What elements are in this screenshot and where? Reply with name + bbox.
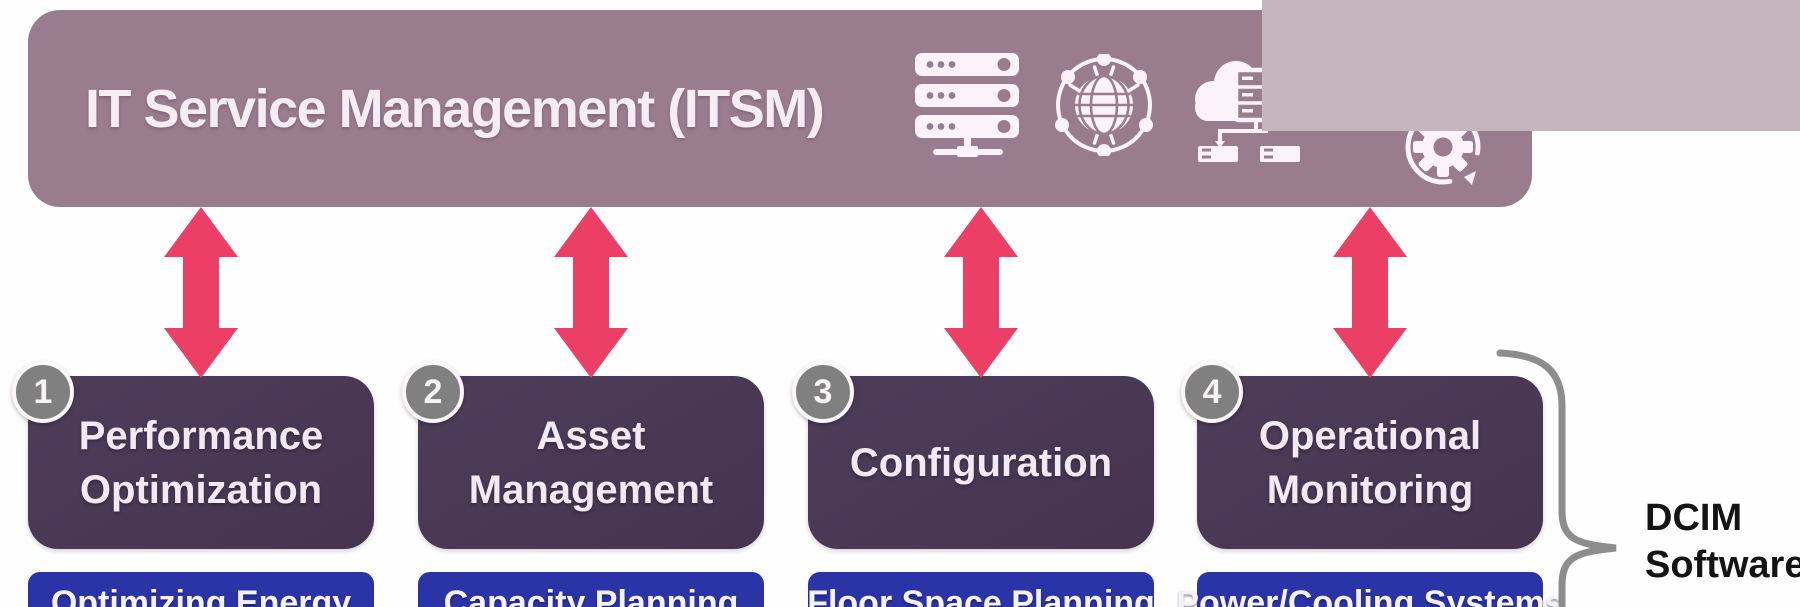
dcim-brace: [1490, 342, 1640, 607]
function-box-label: Performance: [78, 413, 324, 458]
function-box-asset-management: 2 Asset Management: [402, 361, 764, 549]
double-arrow-3: [941, 207, 1021, 383]
itsm-title: IT Service Management (ITSM): [85, 78, 825, 139]
step-number-badge: 4: [1181, 361, 1243, 423]
dcim-software-label-line2: Software: [1645, 544, 1800, 586]
sub-box-label: Floor Space Planning: [807, 584, 1155, 607]
step-number-badge: 3: [792, 361, 854, 423]
dcim-software-label: DCIM Software: [1645, 495, 1800, 589]
sub-box-label: Capacity Planning: [443, 584, 739, 607]
function-box-label: Management: [468, 467, 714, 512]
cloud-servers-icon: [1188, 50, 1300, 167]
sub-box-label: Power/Cooling Systems: [1176, 584, 1564, 607]
corner-overlay-block: [1262, 0, 1800, 131]
double-arrow-4: [1330, 207, 1410, 383]
function-box-operational-monitoring: 4 Operational Monitoring: [1181, 361, 1543, 549]
sub-box-power-cooling-systems: Power/Cooling Systems: [1176, 572, 1564, 607]
function-box-label: Optimization: [79, 467, 323, 512]
step-number-badge: 2: [402, 361, 464, 423]
double-arrow-2: [551, 207, 631, 383]
function-box-label: Monitoring: [1266, 467, 1474, 512]
function-box-label: Asset: [536, 413, 646, 458]
step-number-badge: 1: [12, 361, 74, 423]
sub-box-optimizing-energy: Optimizing Energy: [28, 572, 374, 607]
function-box-performance-optimization: 1 Performance Optimization: [12, 361, 374, 549]
sub-box-capacity-planning: Capacity Planning: [418, 572, 764, 607]
server-rack-icon: [915, 53, 1021, 163]
double-arrow-1: [161, 207, 241, 383]
sub-box-label: Optimizing Energy: [50, 584, 352, 607]
sub-box-floor-space-planning: Floor Space Planning: [807, 572, 1155, 607]
dcim-software-label-line1: DCIM: [1645, 497, 1743, 539]
function-box-configuration: 3 Configuration: [792, 361, 1154, 549]
globe-network-icon: [1053, 52, 1155, 161]
function-box-label: Configuration: [849, 440, 1113, 485]
function-box-label: Operational: [1258, 413, 1482, 458]
